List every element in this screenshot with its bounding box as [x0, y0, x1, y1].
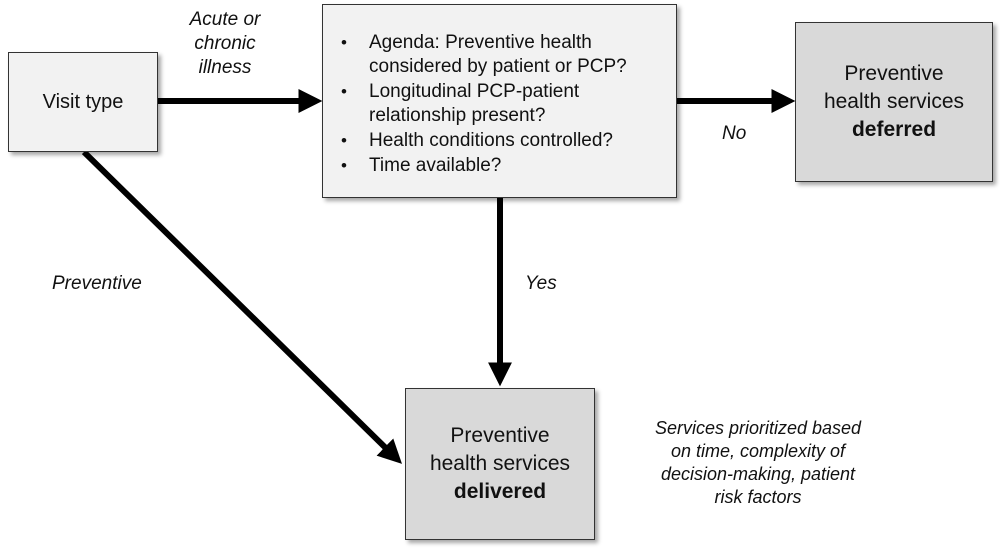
criteria-item-text: Health conditions controlled? — [369, 130, 613, 151]
delivered-line-1: Preventive — [450, 424, 550, 447]
deferred-line-1: Preventive — [844, 62, 944, 85]
note-line-3: decision-making, patient — [660, 464, 856, 484]
note-line-2: on time, complexity of — [670, 441, 846, 461]
visit-type-label: Visit type — [42, 90, 124, 113]
arrow-visit-to-delivered — [81, 149, 402, 464]
services-deferred-box: Preventive health services deferred — [795, 22, 993, 182]
services-delivered-box: Preventive health services delivered — [405, 388, 595, 540]
criteria-item-text: Agenda: Preventive health considered by … — [369, 32, 627, 77]
edge-label-yes: Yes — [525, 273, 557, 294]
deferred-line-2: health services — [823, 90, 965, 113]
criteria-item-text: Time available? — [369, 155, 502, 176]
edge-label-preventive: Preventive — [52, 273, 142, 294]
edge-label-acute-chronic: Acute or chronic illness — [170, 8, 280, 80]
criteria-box: • Agenda: Preventive health considered b… — [322, 4, 677, 198]
criteria-item: • Longitudinal PCP-patient relationship … — [337, 80, 668, 128]
bullet: • — [341, 156, 347, 175]
edge-label-no: No — [722, 123, 747, 144]
acute-line-2: chronic — [194, 33, 256, 54]
bullet: • — [341, 33, 347, 52]
note-line-1: Services prioritized based — [654, 418, 862, 438]
bullet: • — [341, 82, 347, 101]
delivered-line-2: health services — [429, 452, 571, 475]
acute-line-3: illness — [198, 57, 252, 78]
note-line-4: risk factors — [714, 487, 802, 507]
criteria-item: • Time available? — [337, 154, 668, 178]
visit-type-box: Visit type — [8, 52, 158, 152]
criteria-item-text: Longitudinal PCP-patient relationship pr… — [369, 81, 580, 126]
prioritization-note: Services prioritized based on time, comp… — [622, 417, 894, 509]
delivered-line-3: delivered — [453, 480, 547, 503]
deferred-line-3: deferred — [851, 118, 937, 141]
criteria-list: • Agenda: Preventive health considered b… — [337, 31, 668, 178]
acute-line-1: Acute or — [189, 9, 261, 30]
criteria-item: • Health conditions controlled? — [337, 129, 668, 153]
criteria-item: • Agenda: Preventive health considered b… — [337, 31, 668, 79]
bullet: • — [341, 131, 347, 150]
